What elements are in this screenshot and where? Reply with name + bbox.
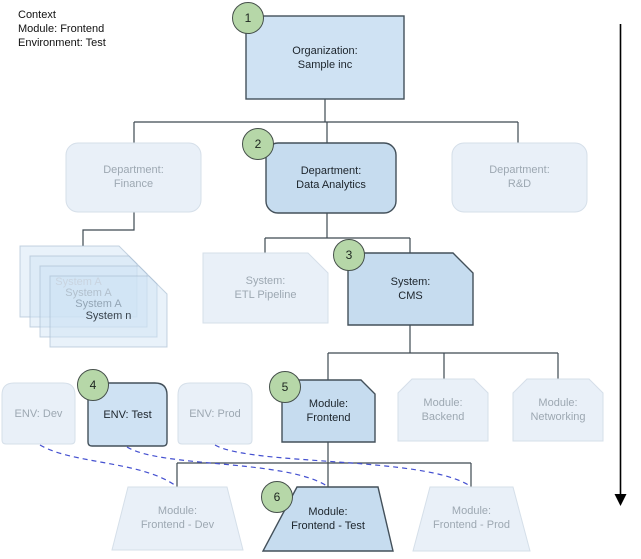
- timeline-arrow-head-icon: [614, 494, 627, 506]
- node-department-finance-shape: [65, 142, 202, 213]
- node-module-frontend-label: Module: Frontend: [306, 398, 351, 424]
- context-module-line: Module: Frontend: [18, 23, 105, 35]
- system-stack-card-3: [39, 265, 158, 338]
- step-badge-5: 5: [269, 371, 301, 403]
- node-system-etl-shape: [202, 252, 329, 324]
- node-module-frontend-test-shape: [261, 486, 394, 552]
- context-title: Context: [18, 9, 56, 21]
- node-env-prod-label: ENV: Prod: [189, 408, 241, 420]
- node-department-data-analytics-label: Department: Data Analytics: [296, 165, 366, 191]
- step-badge-1: 1: [232, 2, 264, 34]
- system-stack-card-1: [19, 245, 138, 318]
- step-badge-3: 3: [333, 239, 365, 271]
- node-module-frontend-dev-shape: [111, 486, 244, 551]
- node-department-rnd-shape: [451, 142, 588, 213]
- system-stack-item-2: System A: [65, 287, 112, 299]
- node-module-networking-label: Module: Networking: [530, 397, 586, 423]
- tree-connectors: [82, 99, 559, 487]
- mapping-curve-dev: [39, 444, 177, 487]
- node-organization-shape: [245, 15, 405, 100]
- mapping-curve-test: [126, 446, 328, 487]
- node-department-finance-label: Department: Finance: [103, 164, 164, 190]
- system-stack-item-3: System A: [75, 298, 122, 310]
- node-department-data-analytics-shape: [265, 142, 397, 214]
- node-env-test-label: ENV: Test: [103, 409, 152, 421]
- node-env-dev-shape: [1, 382, 76, 445]
- system-stack-item-4: System n: [85, 310, 132, 322]
- step-badge-4: 4: [77, 369, 109, 401]
- node-env-prod-shape: [177, 382, 253, 445]
- context-environment-line: Environment: Test: [18, 37, 106, 49]
- node-module-networking-shape: [512, 378, 604, 442]
- system-stack-card-2: [29, 255, 148, 328]
- step-badge-6: 6: [261, 481, 293, 513]
- node-env-dev-label: ENV: Dev: [14, 408, 63, 420]
- node-department-rnd-label: Department: R&D: [489, 164, 550, 190]
- node-system-cms-label: System: CMS: [390, 276, 431, 302]
- context-note: Context Module: Frontend Environment: Te…: [18, 8, 106, 50]
- node-system-etl-label: System: ETL Pipeline: [234, 275, 297, 301]
- node-system-cms-shape: [347, 252, 474, 326]
- node-module-frontend-dev-label: Module: Frontend - Dev: [140, 505, 215, 531]
- node-organization-label: Organization: Sample inc: [292, 45, 358, 71]
- node-module-frontend-test-label: Module: Frontend - Test: [291, 506, 365, 532]
- node-module-backend-shape: [397, 378, 489, 442]
- node-module-frontend-prod-shape: [412, 486, 531, 552]
- node-module-backend-label: Module: Backend: [421, 397, 465, 423]
- mapping-curve-prod: [214, 444, 471, 487]
- step-badge-2: 2: [242, 128, 274, 160]
- node-module-frontend-prod-label: Module: Frontend - Prod: [432, 505, 511, 531]
- system-stack-card-4: [49, 275, 168, 348]
- system-stack-item-1: System A: [55, 276, 102, 288]
